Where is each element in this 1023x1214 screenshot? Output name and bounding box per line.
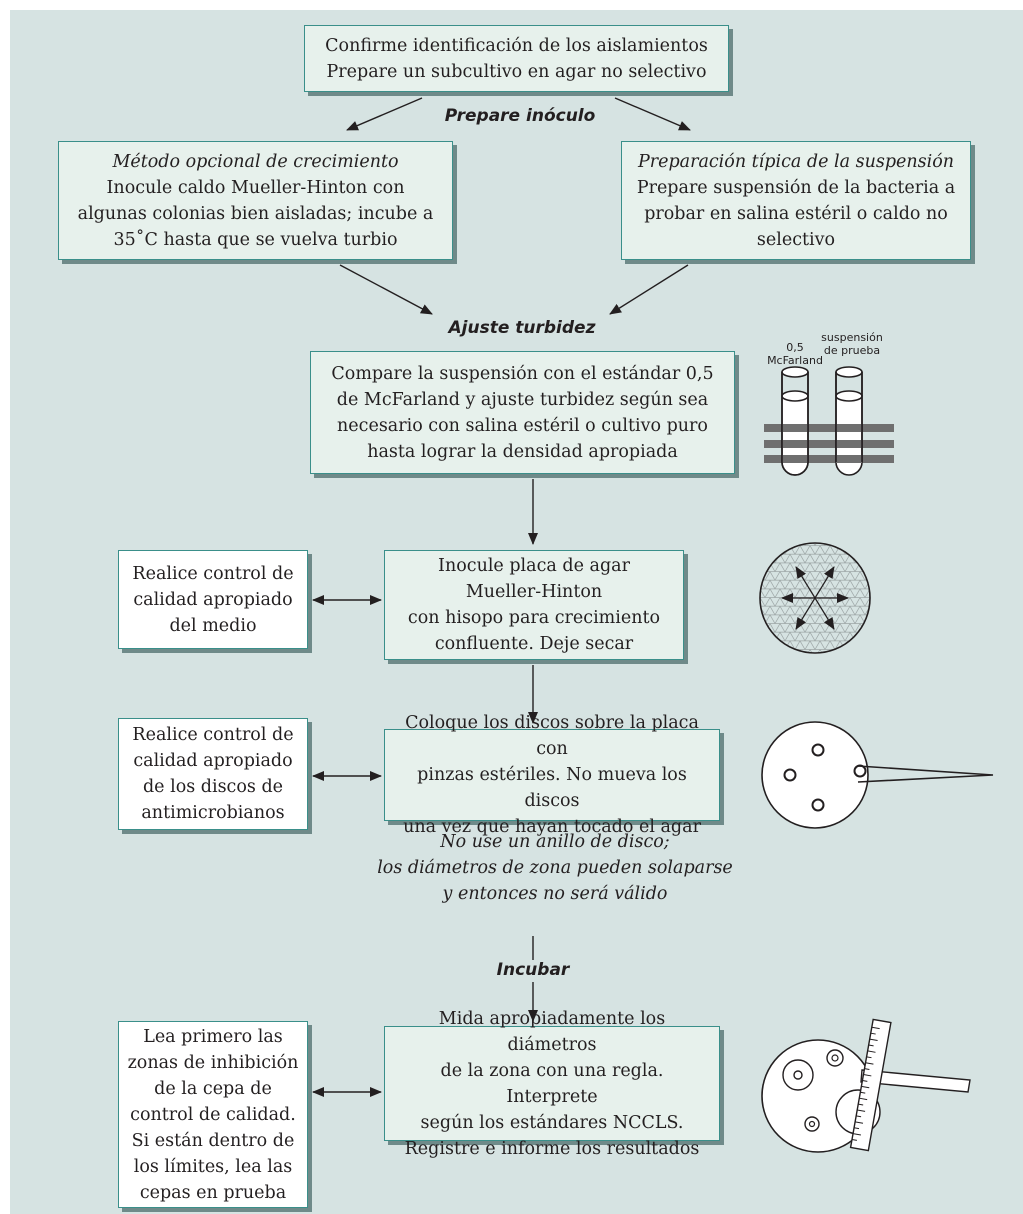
measure-line: de la zona con una regla. Interprete: [440, 1060, 664, 1107]
growth-method-title: Método opcional de crecimiento: [112, 151, 399, 172]
read-line: de la cepa de: [154, 1078, 272, 1099]
read-line: Si están dentro de: [131, 1130, 295, 1151]
arrow-growth-to-adjust: [339, 264, 433, 315]
qc-discs-box: Realice control de calidad apropiado de …: [118, 718, 308, 830]
incubate-label: Incubar: [496, 960, 570, 980]
inoculate-line: Inocule placa de agar: [438, 556, 630, 576]
growth-method-line: 35˚C hasta que se vuelva turbio: [113, 229, 398, 250]
confirm-identification-box: Confirme identificación de los aislamien…: [304, 25, 729, 92]
qc-medium-line: del medio: [169, 615, 257, 636]
inoculate-line: confluente. Deje secar: [434, 634, 634, 654]
prepare-inoculum-label: Prepare inóculo: [444, 106, 596, 126]
warning-line: y entonces no será válido: [442, 884, 668, 904]
read-line: control de calidad.: [130, 1104, 296, 1125]
compare-line: Compare la suspensión con el estándar 0,…: [331, 363, 714, 384]
discs-line: pinzas estériles. No mueva los discos: [417, 765, 687, 811]
growth-method-line: algunas colonias bien aisladas; incube a: [77, 203, 434, 224]
read-line: los límites, lea las: [133, 1156, 293, 1177]
measure-line: Mida apropiadamente los diámetros: [438, 1008, 666, 1055]
discs-line: una vez que hayan tocado el agar: [403, 817, 701, 837]
measure-line: según los estándares NCCLS.: [420, 1112, 684, 1133]
compare-line: necesario con salina estéril o cultivo p…: [337, 415, 708, 436]
top-box-line-2: Prepare un subcultivo en agar no selecti…: [326, 61, 707, 82]
suspension-prep-line: selectivo: [756, 229, 836, 250]
tube-label-line: de prueba: [823, 344, 881, 357]
warning-line: los diámetros de zona pueden solaparse: [377, 858, 733, 878]
inoculate-plate-box: Inocule placa de agar Mueller-Hinton con…: [384, 550, 684, 660]
measurement-plate-illustration: [761, 1018, 971, 1153]
arrow-top-to-suspension: [614, 97, 691, 131]
suspension-prep-box: Preparación típica de la suspensión Prep…: [621, 141, 971, 260]
growth-method-box: Método opcional de crecimiento Inocule c…: [58, 141, 453, 260]
read-line: zonas de inhibición: [127, 1052, 299, 1073]
qc-medium-box: Realice control de calidad apropiado del…: [118, 550, 308, 649]
compare-line: de McFarland y ajuste turbidez según sea: [336, 389, 709, 410]
suspension-prep-line: Prepare suspensión de la bacteria a: [636, 177, 956, 198]
tube-label-line: McFarland: [767, 354, 823, 367]
adjust-turbidity-label: Ajuste turbidez: [448, 318, 596, 338]
mcfarland-tube-label: 0,5 McFarland: [761, 341, 829, 367]
measure-line: Registre e informe los resultados: [404, 1138, 700, 1159]
tube-label-line: suspensión: [821, 331, 883, 344]
mcfarland-tubes-illustration: [764, 366, 894, 476]
tube-label-line: 0,5: [786, 341, 804, 354]
compare-line: hasta lograr la densidad apropiada: [367, 441, 678, 462]
top-box-line-1: Confirme identificación de los aislamien…: [325, 35, 708, 56]
qc-discs-line: antimicrobianos: [141, 803, 285, 823]
disc-plate-illustration: [761, 721, 994, 829]
read-line: Lea primero las: [143, 1026, 283, 1047]
inoculate-line: Mueller-Hinton: [465, 582, 603, 602]
measure-zones-box: Mida apropiadamente los diámetros de la …: [384, 1009, 720, 1159]
arrow-suspension-to-adjust: [609, 264, 689, 315]
qc-discs-line: calidad apropiado: [133, 751, 293, 771]
qc-discs-line: de los discos de: [142, 777, 284, 797]
inoculate-line: con hisopo para crecimiento: [407, 608, 661, 628]
swabbed-plate-illustration: [759, 542, 871, 654]
qc-medium-line: Realice control de: [132, 563, 294, 584]
qc-medium-line: calidad apropiado: [133, 589, 293, 610]
qc-discs-line: Realice control de: [132, 725, 294, 745]
test-suspension-tube-label: suspensión de prueba: [818, 331, 886, 357]
suspension-prep-title: Preparación típica de la suspensión: [637, 151, 955, 172]
discs-line: Coloque los discos sobre la placa con: [405, 713, 699, 759]
warning-line: No use un anillo de disco;: [440, 832, 670, 852]
growth-method-line: Inocule caldo Mueller-Hinton con: [106, 177, 405, 198]
read-line: cepas en prueba: [139, 1182, 287, 1203]
disc-ring-warning-note: No use un anillo de disco; los diámetros…: [355, 829, 755, 907]
suspension-prep-line: probar en salina estéril o caldo no: [644, 203, 948, 224]
place-discs-box: Coloque los discos sobre la placa con pi…: [384, 713, 720, 837]
read-qc-box: Lea primero las zonas de inhibición de l…: [118, 1021, 308, 1208]
arrow-top-to-growth: [346, 97, 423, 131]
compare-mcfarland-box: Compare la suspensión con el estándar 0,…: [310, 351, 735, 474]
